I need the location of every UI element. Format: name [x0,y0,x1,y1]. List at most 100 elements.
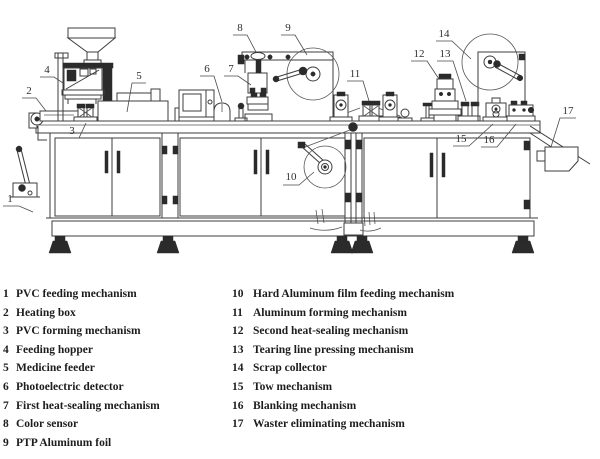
callout-number-3: 3 [69,125,75,137]
legend-item-number: 6 [3,380,9,393]
hard-aluminum-film-feeding-mechanism [297,129,351,189]
legend-item-7: 7 First heat-sealing mechanism [3,397,228,416]
legend-item-10: 10 Hard Aluminum film feeding mechanism [232,285,592,304]
legend-item-number: 4 [3,343,9,356]
legend-item-number: 7 [3,399,9,412]
legend-item-17: 17 Waster eliminating mechanism [232,415,592,434]
callout-number-13: 13 [440,48,452,60]
legend-item-6: 6 Photoelectric detector [3,378,228,397]
legend-item-number: 13 [232,343,244,356]
callout-leader-14 [436,40,472,60]
legend-item-label: PVC feeding mechanism [16,288,137,300]
legend-item-number: 11 [232,306,243,319]
callout-number-2: 2 [26,85,32,97]
legend-item-number: 17 [232,418,244,431]
callout-number-5: 5 [136,70,142,82]
blanking-mechanism [506,100,536,122]
legend-item-label: Hard Aluminum film feeding mechanism [253,288,455,300]
legend-item-16: 16 Blanking mechanism [232,397,592,416]
callout-number-10: 10 [286,171,298,183]
legend-item-label: Aluminum forming mechanism [253,306,407,319]
callout-number-4: 4 [44,64,50,76]
callout-number-17: 17 [563,105,575,117]
legend-item-label: Waster eliminating mechanism [253,418,405,431]
legend-item-label: Blanking mechanism [253,399,357,412]
guide-post [234,102,248,122]
tow-mechanism [482,97,510,122]
legend-item-number: 1 [3,288,9,300]
first-heat-sealing-mechanism [244,72,273,122]
callout-leader-1 [3,205,34,213]
legend-item-9: 9 PTP Aluminum foil [3,434,228,453]
callout-leader-10 [283,171,315,186]
legend-item-number: 12 [232,325,244,338]
legend-item-number: 10 [232,288,244,300]
callout-number-12: 12 [414,48,425,60]
heating-box [39,110,79,122]
legend-item-label: Feeding hopper [16,343,93,356]
control-monitor [174,89,219,122]
callout-leader-4 [40,76,64,84]
callout-number-6: 6 [204,63,210,75]
legend-item-2: 2 Heating box [3,304,228,323]
legend-item-label: PTP Aluminum foil [16,436,112,449]
ptp-aluminum-foil-stand [237,47,340,121]
second-heat-sealing-mechanism [428,73,462,122]
legend-item-13: 13 Tearing line pressing mechanism [232,341,592,360]
callout-number-11: 11 [350,68,361,80]
legend-right: 10 Hard Aluminum film feeding mechanism 11… [232,285,592,434]
callout-number-8: 8 [237,22,243,34]
legend-item-number: 2 [3,306,9,319]
legend-item-number: 3 [3,325,9,338]
legend-item-number: 14 [232,362,244,375]
pvc-forming-mechanism [73,103,98,122]
legend-item-4: 4 Feeding hopper [3,341,228,360]
legend-item-label: First heat-sealing mechanism [16,399,160,412]
callout-leader-2 [22,97,47,112]
machine-feet [48,235,535,254]
callout-leader-9 [281,34,308,56]
callout-leader-5 [126,82,146,113]
legend-item-label: Scrap collector [253,362,327,375]
pvc-feeding-mechanism [10,112,47,198]
callout-leader-7 [224,75,252,86]
legend-item-label: Second heat-sealing mechanism [253,325,409,338]
legend-item-label: Medicine feeder [16,362,95,375]
legend-item-11: 11 Aluminum forming mechanism [232,304,592,323]
callout-leader-11 [347,80,370,102]
legend-item-number: 9 [3,436,9,449]
legend-item-label: Photoelectric detector [16,380,124,393]
machine-base [46,217,538,254]
legend-item-label: Tearing line pressing mechanism [253,343,414,356]
callout-number-14: 14 [439,28,451,40]
callout-number-15: 15 [456,133,468,145]
photoelectric-detector [213,102,231,122]
legend-item-label: Heating box [16,306,76,319]
legend-item-1: 1 PVC feeding mechanism [3,285,228,304]
legend-item-14: 14 Scrap collector [232,359,592,378]
legend-item-number: 16 [232,399,244,412]
callout-leader-8 [233,34,257,53]
aluminum-forming-mechanism [329,91,435,122]
legend-item-number: 5 [3,362,9,375]
callout-leader-16 [481,123,517,148]
legend-item-label: Color sensor [16,418,79,431]
tearing-line-pressing-mechanism [457,101,481,122]
scrap-collector [461,33,526,121]
callout-leader-12 [411,60,440,80]
callout-leader-15 [453,123,494,147]
legend-item-12: 12 Second heat-sealing mechanism [232,322,592,341]
callout-number-1: 1 [7,193,13,205]
callout-number-16: 16 [484,134,496,146]
feeding-hopper [54,27,117,122]
waster-eliminating-mechanism [529,125,591,172]
legend-item-number: 15 [232,380,244,393]
ptp-aluminum-foil-roll [272,47,340,101]
